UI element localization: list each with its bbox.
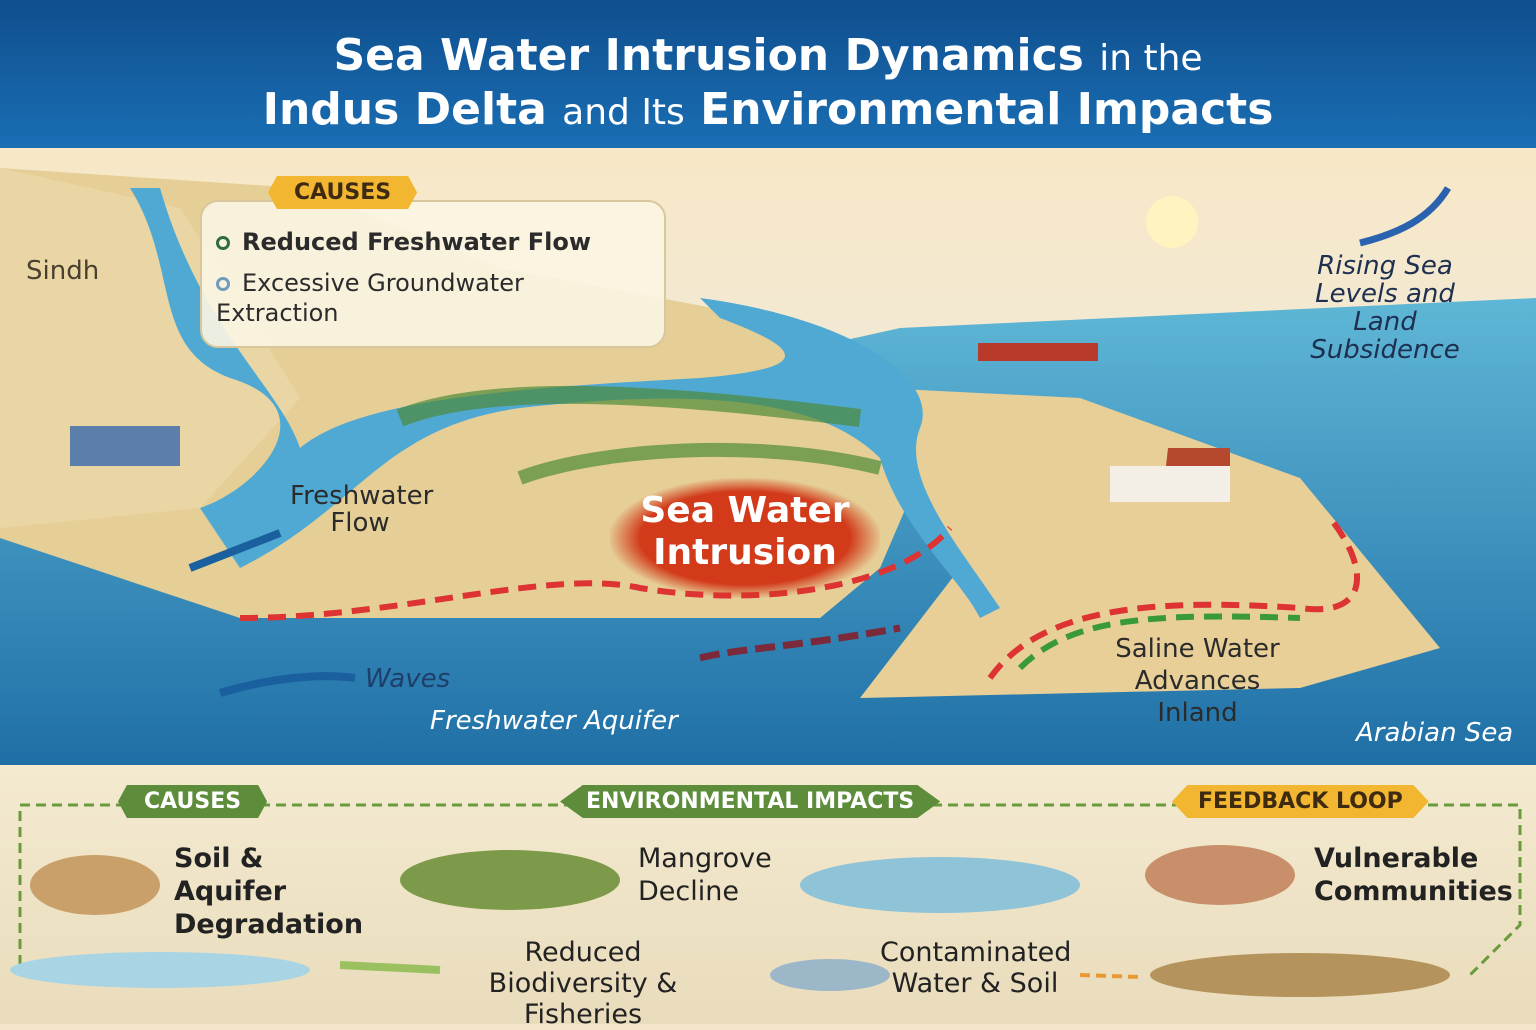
degraded-land-icon [1150,953,1450,997]
freshwater-arrow [188,529,282,572]
sindh-label: Sindh [26,256,100,286]
arabian-sea-label: Arabian Sea [1356,718,1514,748]
soil-degradation-label: Soil & Aquifer Degradation [174,843,364,940]
saline-path [987,516,1361,680]
cause-item: Reduced Freshwater Flow [216,228,591,256]
mangrove-decline-label: Mangrove Decline [638,843,772,907]
causes-tag: CAUSES [268,176,418,209]
bottom-causes-tag: CAUSES [118,785,268,818]
house [1110,466,1170,502]
impacts-tag: ENVIRONMENTAL IMPACTS [560,785,941,818]
waves-arrow [218,672,356,697]
polluted-water-icon [10,952,310,988]
boat [978,343,1098,361]
cracked-soil-icon [30,855,160,915]
contaminated-label: Contaminated Water & Soil [880,937,1072,999]
bullet-icon [216,277,230,291]
pump-station [70,426,180,466]
feedback-loop-lines [10,803,1522,997]
bullet-icon [216,236,230,250]
mangrove-icon [400,850,620,910]
vulnerable-communities-label: Vulnerable Communities [1314,843,1513,907]
title-banner: Sea Water Intrusion Dynamics in the Indu… [0,0,1536,148]
delta-illustration: CAUSES Reduced Freshwater Flow Excessive… [0,148,1536,765]
freshwater-flow-label: Freshwater Flow [290,481,434,539]
title-line-2: Indus Delta and Its Environmental Impact… [262,84,1274,135]
feedback-tag: FEEDBACK LOOP [1172,785,1429,818]
contamination-icon [770,959,890,991]
freshwater-aquifer-label: Freshwater Aquifer [430,706,678,736]
waves-label: Waves [365,664,451,694]
sea-water-intrusion-label: Sea Water Intrusion [610,478,880,598]
title-line-1: Sea Water Intrusion Dynamics in the [333,30,1203,81]
biodiversity-label: Reduced Biodiversity & Fisheries [488,937,678,1030]
impacts-panel: CAUSES ENVIRONMENTAL IMPACTS FEEDBACK LO… [0,765,1536,1030]
fish-icon [800,857,1080,913]
community-icon [1145,845,1295,905]
sun [1146,196,1198,248]
rising-arrow [1359,186,1452,247]
causes-panel [200,200,666,348]
cause-item: Excessive Groundwater Extraction [216,269,524,327]
rising-sea-label: Rising Sea Levels and Land Subsidence [1310,251,1460,365]
saline-advance-label: Saline Water Advances Inland [1115,634,1280,728]
